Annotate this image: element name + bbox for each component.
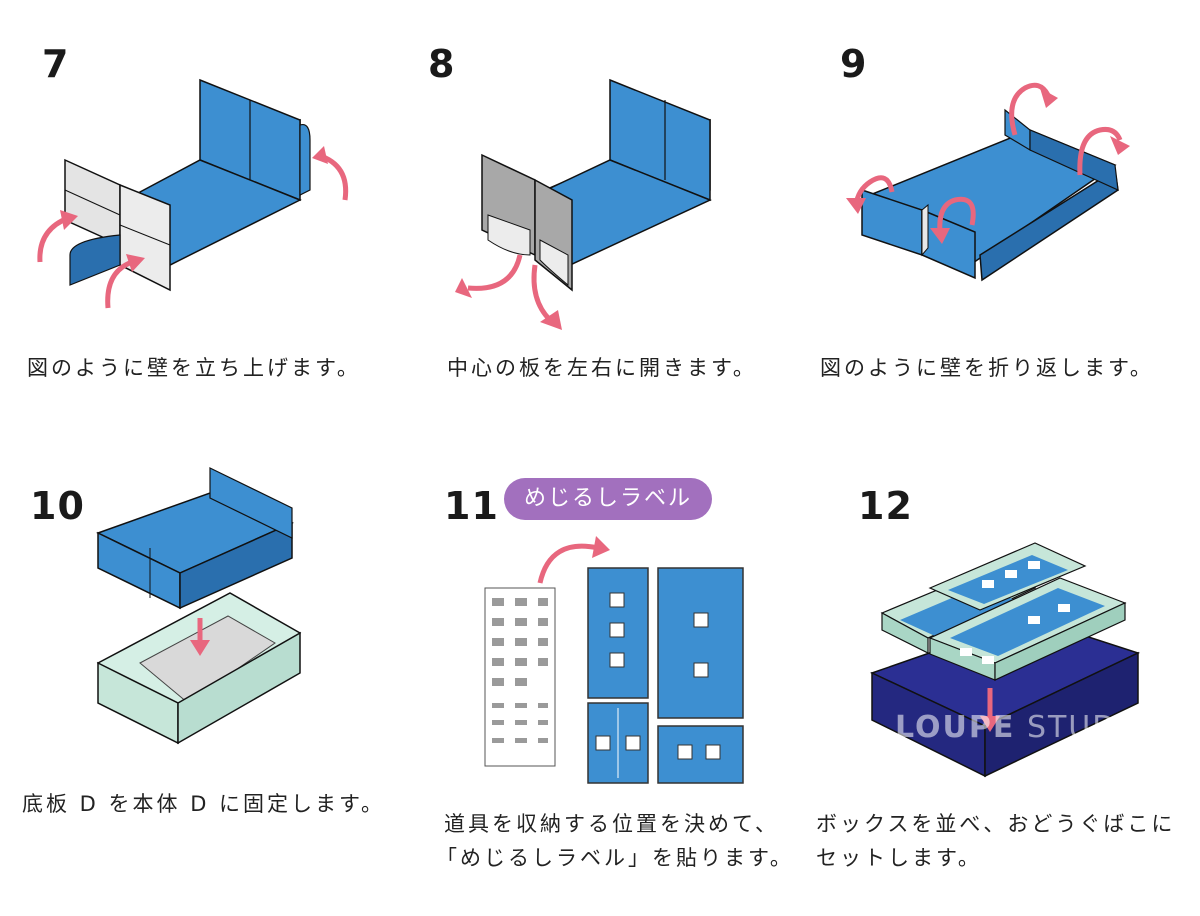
step-8-illustration xyxy=(455,78,712,330)
step-9: 9 図のように壁を折り返します。 xyxy=(800,0,1200,458)
step-number: 11 xyxy=(444,484,499,528)
step-number: 7 xyxy=(42,42,70,86)
watermark-brand: LOUPE xyxy=(895,710,1016,745)
step-10: 10 底板 D を本体 D に固定します。 xyxy=(0,458,400,916)
step-caption-line2: セットします。 xyxy=(816,846,982,870)
step-caption: 中心の板を左右に開きます。 xyxy=(447,356,757,380)
step-caption: 図のように壁を折り返します。 xyxy=(820,356,1154,380)
step-caption-line1: 道具を収納する位置を決めて、 xyxy=(444,812,779,836)
step-10-illustration xyxy=(96,467,302,745)
step-7-illustration xyxy=(37,78,349,309)
step-caption-line1: ボックスを並べ、おどうぐばこに xyxy=(816,812,1176,836)
step-8: 8 中心の板を左右に開きます。 xyxy=(400,0,800,458)
step-caption: 図のように壁を立ち上げます。 xyxy=(27,356,361,380)
watermark: LOUPE STUDIO xyxy=(895,710,1154,745)
step-11-illustration xyxy=(484,536,744,784)
step-number: 10 xyxy=(30,484,85,528)
label-tag: めじるしラベル xyxy=(504,478,713,520)
watermark-suffix: STUDIO xyxy=(1026,710,1154,745)
step-number: 12 xyxy=(858,484,913,528)
step-caption: 底板 D を本体 D に固定します。 xyxy=(22,792,385,816)
step-12: 12 ボックスを並べ、おどうぐばこに セットします。 xyxy=(800,458,1200,916)
step-7: 7 図のように壁を立ち上げます。 xyxy=(0,0,400,458)
step-11: 11 めじるしラベル 道具を収納する位置を決めて、 「めじるしラベル」を貼ります… xyxy=(400,458,800,916)
step-12-illustration xyxy=(870,542,1141,778)
step-9-illustration xyxy=(846,82,1130,282)
step-caption-line2: 「めじるしラベル」を貼ります。 xyxy=(436,846,794,870)
step-number: 8 xyxy=(428,42,456,86)
step-number: 9 xyxy=(840,42,868,86)
